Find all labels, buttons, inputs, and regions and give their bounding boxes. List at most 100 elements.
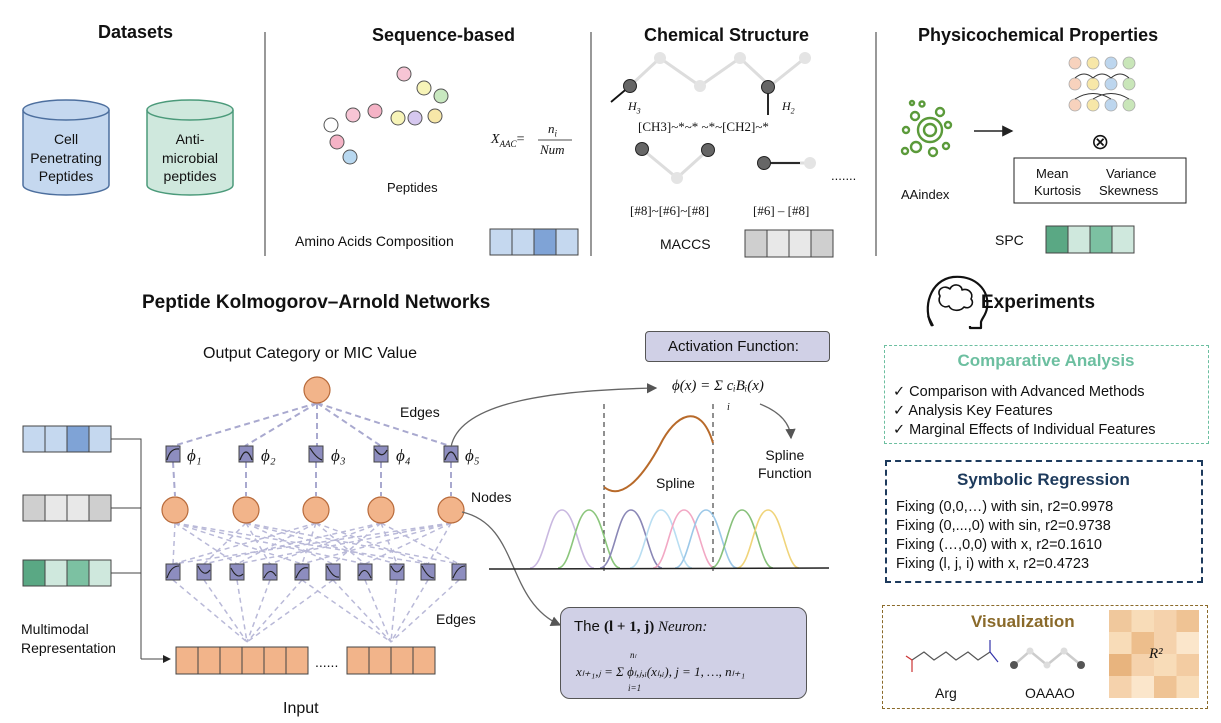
- oaaao-chain-icon: [1010, 647, 1085, 669]
- chem-ellipsis: .......: [831, 168, 857, 183]
- input-label: Input: [283, 700, 319, 717]
- neuron-title-post: Neuron:: [654, 619, 708, 635]
- neuron-sum-top: nₗ: [630, 650, 636, 660]
- aac-formula-x: X: [491, 132, 500, 147]
- visualization-title: Visualization: [971, 612, 1075, 631]
- h3-sub: 3: [636, 106, 641, 116]
- aac-num: n: [548, 121, 555, 136]
- comparative-item: ✓ Analysis Key Features: [893, 403, 1053, 419]
- section-dividers: [264, 32, 877, 256]
- input-vector: [175, 646, 436, 675]
- comparative-analysis-box: Comparative Analysis ✓ Comparison with A…: [884, 345, 1209, 444]
- phi-5-label: ϕ₅: [465, 446, 480, 465]
- stats-box: [1013, 157, 1187, 204]
- comparative-list: ✓ Comparison with Advanced Methods ✓ Ana…: [893, 383, 1156, 440]
- aaindex-label: AAindex: [901, 187, 950, 202]
- header-sequence-based: Sequence-based: [372, 25, 516, 45]
- hidden-nodes: [161, 496, 465, 524]
- arrow-to-activation: [450, 382, 658, 448]
- symbolic-item: Fixing (l, j, i) with x, r2=0.4723: [896, 556, 1090, 572]
- neuron-box: The (l + 1, j) Neuron: nₗ xₗ₊₁,ⱼ = Σ ϕₗ,…: [560, 607, 807, 699]
- property-arcs: [1074, 73, 1130, 100]
- h2-sub: 2: [790, 106, 795, 116]
- activation-sum-index: i: [727, 402, 730, 413]
- h2-h: H: [782, 99, 791, 113]
- aac-formula-num: ni: [548, 121, 557, 139]
- h2-label: H2: [782, 99, 795, 115]
- symbolic-item: Fixing (…,0,0) with x, r2=0.1610: [896, 537, 1102, 553]
- nodes-label: Nodes: [471, 489, 512, 505]
- header-experiments: Experiments: [981, 292, 1096, 313]
- edges-top-label: Edges: [400, 404, 440, 420]
- aac-formula-lhs: XAAC=: [491, 132, 524, 149]
- visualization-box: Visualization: [882, 605, 1208, 709]
- neuron-sum-bottom: i=1: [628, 683, 642, 693]
- spc-label: SPC: [995, 232, 1024, 248]
- aac-vector: [489, 228, 579, 256]
- neuron-title-math: (l + 1, j): [604, 619, 655, 635]
- smarts-pattern-1: [CH3]~*~* ~*~[CH2]~*: [638, 119, 769, 134]
- output-node: [303, 376, 331, 404]
- activation-curves-bottom: [166, 565, 466, 579]
- arg-molecule-icon: [905, 640, 999, 672]
- modal-vector-blue: [22, 425, 112, 453]
- aac-formula-den: Num: [540, 142, 565, 157]
- header-chemical-structure: Chemical Structure: [644, 25, 810, 45]
- header-physicochemical: Physicochemical Properties: [918, 25, 1159, 45]
- neuron-title-pre: The: [574, 618, 605, 635]
- maccs-label: MACCS: [660, 236, 711, 252]
- symbolic-item: Fixing (0,...,0) with sin, r2=0.9738: [896, 518, 1111, 534]
- modal-vector-green: [22, 559, 112, 587]
- activation-boxes-top: [165, 445, 459, 463]
- arrow-to-spline-function: [759, 403, 796, 440]
- r2-label: R²: [1149, 646, 1163, 662]
- activation-function-title: Activation Function:: [668, 338, 799, 355]
- symbolic-item: Fixing (0,0,…) with sin, r2=0.9978: [896, 499, 1114, 515]
- header-datasets: Datasets: [98, 22, 174, 42]
- tensor-product-icon: ⊗: [1091, 129, 1110, 154]
- property-dots-icon: [1068, 56, 1136, 112]
- phi-4-label: ϕ₄: [396, 446, 411, 465]
- oaaao-label: OAAAO: [1025, 685, 1075, 701]
- r2-heatmap: [1109, 610, 1199, 698]
- cylinder-icon-cpp: [22, 99, 110, 196]
- comparative-item: ✓ Marginal Effects of Individual Feature…: [893, 422, 1156, 438]
- neuron-title: The (l + 1, j) Neuron:: [574, 618, 707, 636]
- stat-variance: Variance: [1106, 166, 1157, 181]
- modal-vector-gray: [22, 494, 112, 522]
- symbolic-title: Symbolic Regression: [957, 470, 1130, 489]
- aac-label: Amino Acids Composition: [295, 233, 454, 249]
- activation-curves-top: [166, 447, 458, 461]
- spline-label: Spline: [656, 475, 695, 491]
- smarts-pattern-3: [#6] – [#8]: [753, 203, 810, 218]
- activation-function-box: Activation Function:: [645, 331, 830, 362]
- modal-connector: [111, 438, 171, 663]
- spline-plot: [488, 404, 830, 572]
- output-label: Output Category or MIC Value: [203, 345, 418, 362]
- input-ellipsis: ......: [315, 654, 339, 670]
- cylinder-icon-amp: [146, 99, 234, 196]
- brain-head-icon: [926, 275, 989, 330]
- aac-formula-sub: AAC: [499, 138, 517, 149]
- activation-boxes-bottom: [165, 563, 467, 581]
- phi-1-label: ϕ₁: [187, 446, 202, 465]
- comparative-item: ✓ Comparison with Advanced Methods: [893, 384, 1145, 400]
- maccs-vector: [744, 229, 834, 258]
- spc-vector: [1045, 225, 1135, 254]
- smarts-pattern-2: [#8]~[#6]~[#8]: [630, 203, 710, 218]
- phi-3-label: ϕ₃: [331, 446, 346, 465]
- h3-h: H: [628, 99, 637, 113]
- network-edges-bottom: [172, 522, 460, 643]
- chemical-structure-drawing: [610, 52, 816, 184]
- spline-function-label: Spline Function: [758, 447, 812, 481]
- arrow-to-neuron: [461, 511, 562, 626]
- aac-equals: =: [516, 132, 525, 147]
- stat-mean: Mean: [1036, 166, 1069, 181]
- symbolic-list: Fixing (0,0,…) with sin, r2=0.9978 Fixin…: [896, 498, 1113, 574]
- h3-label: H3: [628, 99, 641, 115]
- header-pkan: Peptide Kolmogorov–Arnold Networks: [142, 292, 491, 313]
- aaindex-bubbles-icon: [900, 99, 953, 158]
- comparative-title: Comparative Analysis: [957, 351, 1135, 370]
- network-edges-top: [172, 402, 452, 497]
- dataset-cpp-label: Cell Penetrating Peptides: [30, 131, 102, 184]
